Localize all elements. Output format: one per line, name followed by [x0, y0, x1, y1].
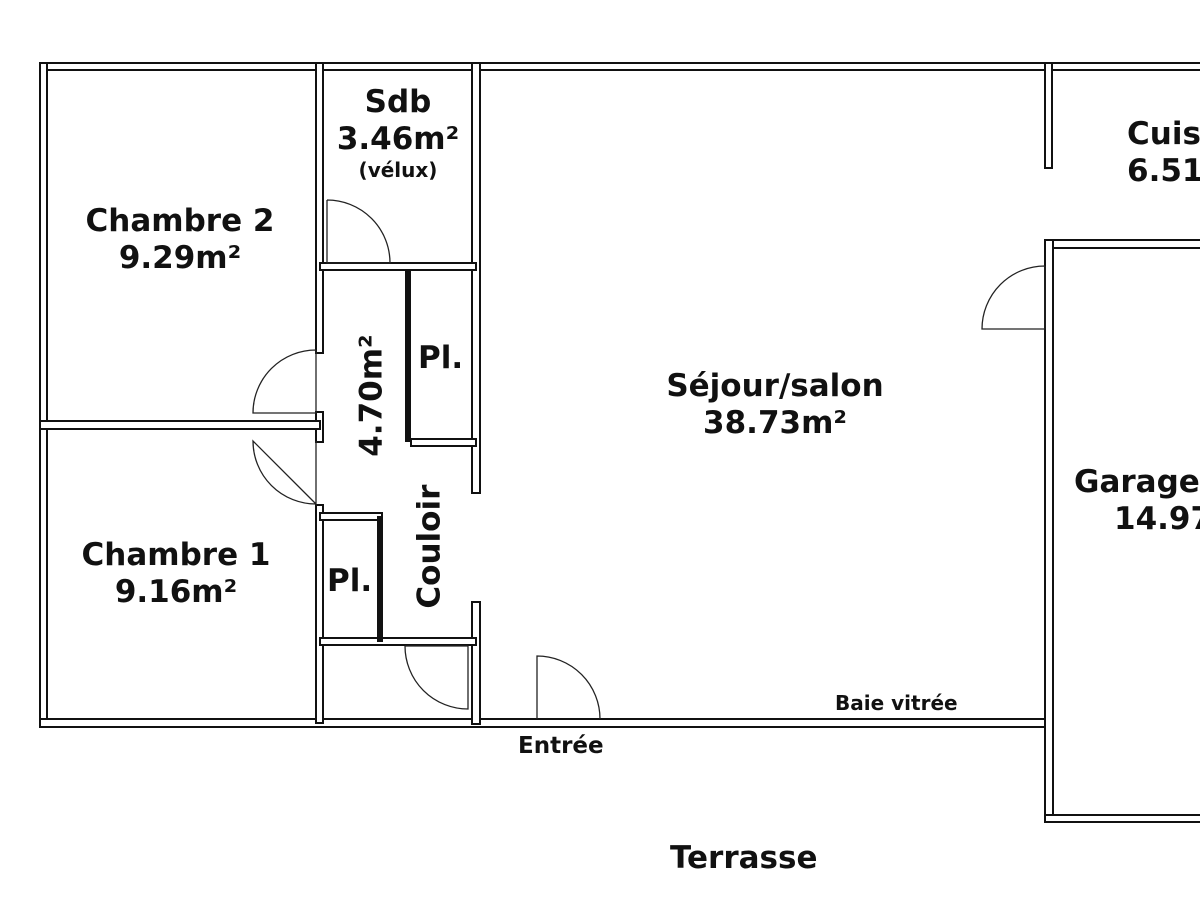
chambre2-area: 9.29m² — [118, 240, 242, 277]
door-chambre2 — [252, 349, 317, 414]
placard-top-label: Pl. — [418, 340, 464, 376]
terrasse-label: Terrasse — [670, 840, 818, 876]
cuisine-label: Cuis 6.51 — [1127, 116, 1200, 190]
baie-vitree-label: Baie vitrée — [835, 691, 958, 715]
wall-chambre-couloir — [315, 62, 324, 354]
sejour-label: Séjour/salon 38.73m² — [620, 368, 930, 442]
chambre1-name: Chambre 1 — [81, 537, 271, 573]
couloir-name: Couloir — [411, 484, 448, 609]
door-garage — [981, 265, 1046, 330]
door-entree — [536, 655, 601, 720]
wall-garage-top — [1044, 239, 1200, 249]
sdb-label: Sdb 3.46m² (vélux) — [323, 84, 473, 182]
walls — [39, 62, 1200, 823]
wall-sdb-bottom — [319, 262, 477, 271]
sejour-name: Séjour/salon — [666, 368, 884, 404]
wall-placard2-top — [319, 512, 383, 521]
wall-cuisine — [1044, 62, 1053, 169]
chambre2-name: Chambre 2 — [85, 203, 275, 239]
placard-bottom-door — [377, 516, 383, 642]
wall-garage-left — [1044, 239, 1054, 823]
garage-area: 14.97 — [1114, 501, 1200, 538]
chambre1-area: 9.16m² — [114, 574, 238, 611]
wall-left — [39, 62, 48, 728]
doors — [252, 199, 1046, 720]
wall-chambre-couloir-3 — [315, 504, 324, 724]
placard-top-door — [405, 270, 411, 442]
cuisine-area: 6.51 — [1127, 153, 1200, 190]
sdb-name: Sdb — [364, 84, 432, 120]
couloir-area: 4.70m² — [353, 334, 390, 457]
sdb-note: (vélux) — [358, 158, 438, 183]
wall-bottom — [39, 718, 1049, 728]
door-sdb — [326, 199, 391, 264]
wall-placard-bottom — [410, 438, 477, 447]
chambre2-label: Chambre 2 9.29m² — [60, 203, 300, 277]
wall-sdb-right — [471, 62, 481, 494]
wall-garage-bottom — [1044, 814, 1200, 823]
door-chambre1 — [252, 439, 317, 506]
wall-chambres-divider — [39, 420, 321, 430]
chambre1-label: Chambre 1 9.16m² — [56, 537, 296, 611]
garage-name: Garage — [1074, 464, 1200, 500]
cuisine-name: Cuis — [1127, 116, 1200, 152]
garage-label: Garage 14.97 — [1074, 464, 1200, 538]
sdb-area: 3.46m² — [336, 121, 460, 158]
door-small-room — [404, 645, 469, 710]
wall-small-room-top — [319, 637, 477, 646]
wall-top — [39, 62, 1200, 71]
placard-doors — [377, 270, 411, 642]
wall-sejour-left-lower — [471, 601, 481, 725]
sejour-area: 38.73m² — [703, 405, 847, 442]
placard-bottom-label: Pl. — [327, 563, 373, 599]
entree-label: Entrée — [518, 733, 604, 759]
